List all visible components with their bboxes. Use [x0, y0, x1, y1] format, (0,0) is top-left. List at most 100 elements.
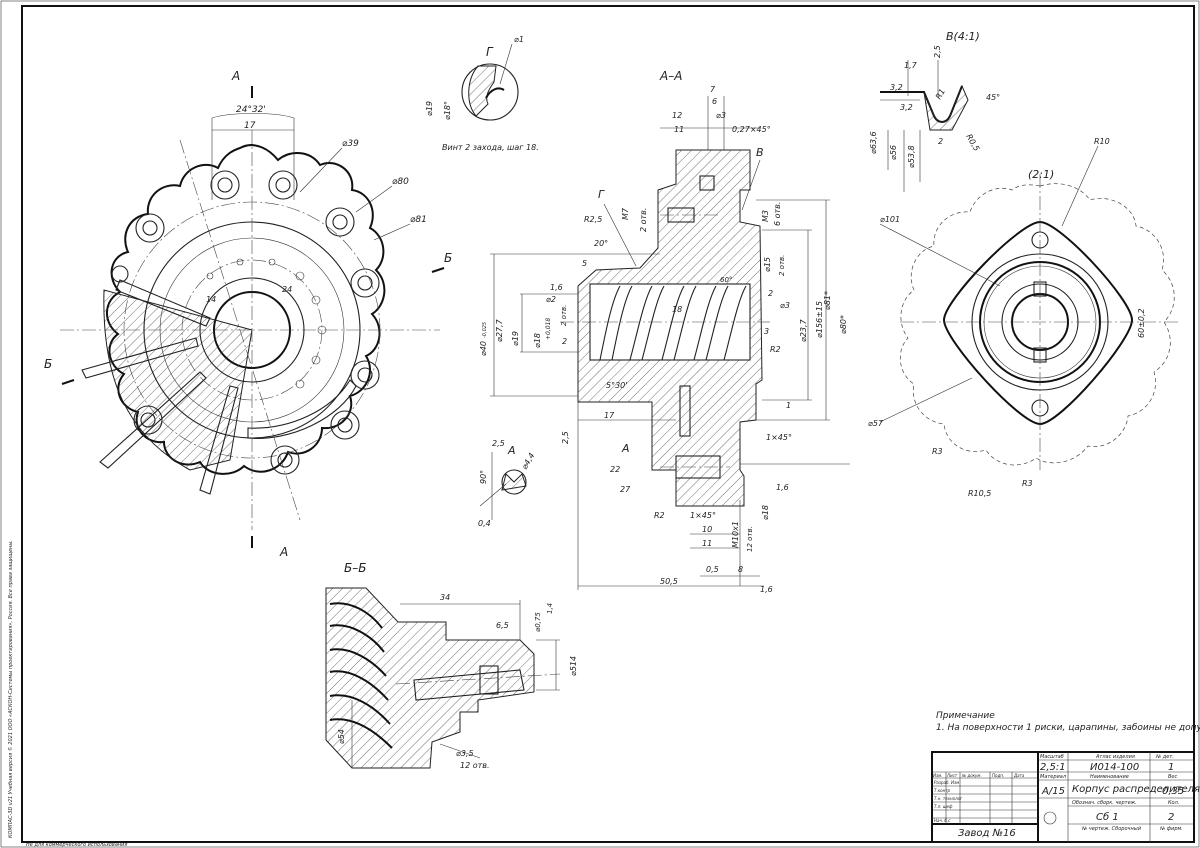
aa-d22: 22	[610, 465, 620, 474]
a-d04: 0,4	[478, 519, 491, 528]
dim-d-flange: ⌀81	[410, 215, 427, 225]
dim-d-outer: ⌀80	[392, 177, 409, 187]
tb-sheet-no: 1	[1168, 762, 1174, 773]
aa-dim-12: 12	[672, 111, 682, 120]
v-a45: 45°	[986, 93, 1000, 102]
view-label-aa-left-bottom: А	[279, 545, 288, 559]
aa-m7: М7	[621, 207, 630, 220]
tb-code: И014-100	[1090, 762, 1139, 773]
aa-five: 5	[582, 259, 587, 268]
tb-hdr-copy: Кол.	[1168, 800, 1179, 806]
detail-g: Г ⌀1 ⌀19 ⌀18° Винт 2 захода, шаг 18.	[425, 35, 539, 152]
tb-hdr-weight: Вес	[1168, 774, 1178, 780]
petal-holes	[111, 170, 380, 475]
helix-turns	[599, 285, 747, 361]
aa-m3-count: 6 отв.	[773, 202, 782, 226]
bb-d65: 6,5	[496, 621, 509, 630]
aa-d2: ⌀2	[546, 295, 556, 304]
tb-hdr-name: Наименование	[1090, 774, 1129, 780]
aa-r2b: R2	[770, 345, 781, 354]
dim-r-small: 14	[206, 295, 216, 304]
aa-angle20: 20°	[594, 239, 608, 248]
aa-m10: М10х1	[731, 521, 740, 548]
aa-one: 1	[786, 401, 791, 410]
tb-hdr-material: Материал	[1040, 774, 1067, 780]
tb-row-4: Нач. б.с	[934, 818, 951, 823]
aa-chamfer2: 1×45°	[766, 433, 792, 442]
aa-callout-v: В	[756, 146, 764, 159]
aa-d156: ⌀156±15	[815, 301, 824, 338]
aa-dim-3: ⌀3	[716, 111, 726, 120]
v-two: 2	[938, 137, 943, 146]
aa-r2c: R2	[654, 511, 665, 520]
bb-thread-grooves	[329, 602, 393, 749]
aa-three: 3	[764, 327, 769, 336]
plan-r105: R10,5	[968, 489, 991, 498]
aa-dim-7: 7	[710, 85, 716, 94]
tb-col-4: Дата	[1013, 773, 1025, 778]
v-r1: R1	[934, 87, 947, 101]
aa-two: 2	[768, 289, 773, 298]
aa-m10-count: 12 отв.	[746, 526, 754, 552]
margin-text: КОМПАС-3D v21 Учебная версия © 2021 ООО …	[7, 540, 14, 838]
tb-assembly-no: 2	[1168, 812, 1174, 823]
note-text: 1. На поверхности 1 риски, царапины, заб…	[936, 723, 1200, 733]
tb-col-1: Лист	[946, 773, 958, 778]
dim-angle: 24°32'	[236, 105, 266, 115]
tb-hdr-assembly: Обознач. сборк. чертеж.	[1072, 800, 1137, 806]
v-d17: 1,7	[904, 61, 918, 70]
note-screw: Винт 2 захода, шаг 18.	[442, 143, 539, 152]
tb-scale-header: Масштаб	[1040, 754, 1064, 760]
plan-d101: ⌀101	[880, 215, 900, 224]
aa-angle60: 60°	[720, 276, 732, 284]
plan-view: (2:1) R10 ⌀101 60±0,2 ⌀57 R3 R3 R10,5	[868, 137, 1180, 498]
aa-d10: 10	[702, 525, 712, 534]
tb-row-3: Т.п. шеф	[934, 804, 953, 809]
aa-d11b: 11	[702, 539, 712, 548]
dim-d-large: ⌀39	[342, 139, 359, 149]
aa-r2: 2	[562, 337, 567, 346]
section-bb: Б–Б 34 6,5 ⌀0,75 1,4 ⌀514 ⌀54 ⌀3,5 12 от…	[325, 561, 578, 770]
front-view: А А Б Б 24°32' 17 ⌀39 ⌀80 ⌀81 24 14	[44, 69, 452, 559]
aa-r25: R2,5	[584, 215, 602, 224]
tb-scale: 2,5:1	[1040, 762, 1066, 773]
tb-material: А/15	[1041, 786, 1065, 797]
section-aa: А–А	[479, 69, 850, 594]
v-d25: 2,5	[933, 45, 942, 58]
dim-width: 17	[244, 121, 256, 131]
section-bb-title: Б–Б	[344, 561, 366, 575]
aa-d8: 8	[738, 565, 743, 574]
aa-m7-count: 2 отв.	[639, 208, 648, 232]
detail-g-d19: ⌀19	[425, 101, 434, 116]
aa-callout-g: Г	[598, 188, 605, 201]
bottom-text: Не для коммерческого использования	[26, 842, 127, 848]
radial-channels	[81, 279, 239, 495]
aa-chamfer: 0,27×45°	[732, 125, 771, 134]
aa-d40: ⌀40	[479, 341, 488, 356]
flange-outline	[106, 144, 386, 475]
aa-d81: ⌀81*	[823, 291, 832, 310]
plan-flower	[900, 183, 1175, 466]
detail-g-title: Г	[486, 45, 494, 59]
detail-a: А 2,5 90° ⌀4,4 0,4	[478, 439, 537, 528]
plan-d60: 60±0,2	[1137, 308, 1146, 338]
aa-dim-11: 11	[674, 125, 684, 134]
aa-pitch18: 18	[672, 305, 682, 314]
a-d44: ⌀4,4	[520, 451, 537, 471]
v-d538: ⌀53,8	[907, 145, 916, 168]
detail-v-title: В(4:1)	[946, 30, 980, 43]
view-label-aa-left: А	[231, 69, 240, 83]
aa-chamfer3: 1×45°	[690, 511, 716, 520]
aa-d40-tol: -0,025	[482, 322, 488, 338]
hatched-sector	[103, 289, 253, 471]
tb-part-name: Корпус распределителя	[1072, 784, 1200, 795]
aa-callout-a: А	[621, 442, 630, 455]
tb-hdr-qty: № чертеж. Сборочный	[1081, 826, 1142, 832]
aa-d19: ⌀19	[511, 331, 520, 346]
aa-d15-count: 2 отв.	[778, 255, 786, 276]
bb-d514: ⌀514	[569, 656, 578, 676]
aa-d3: ⌀3	[780, 301, 790, 310]
a-a90: 90°	[479, 470, 488, 484]
